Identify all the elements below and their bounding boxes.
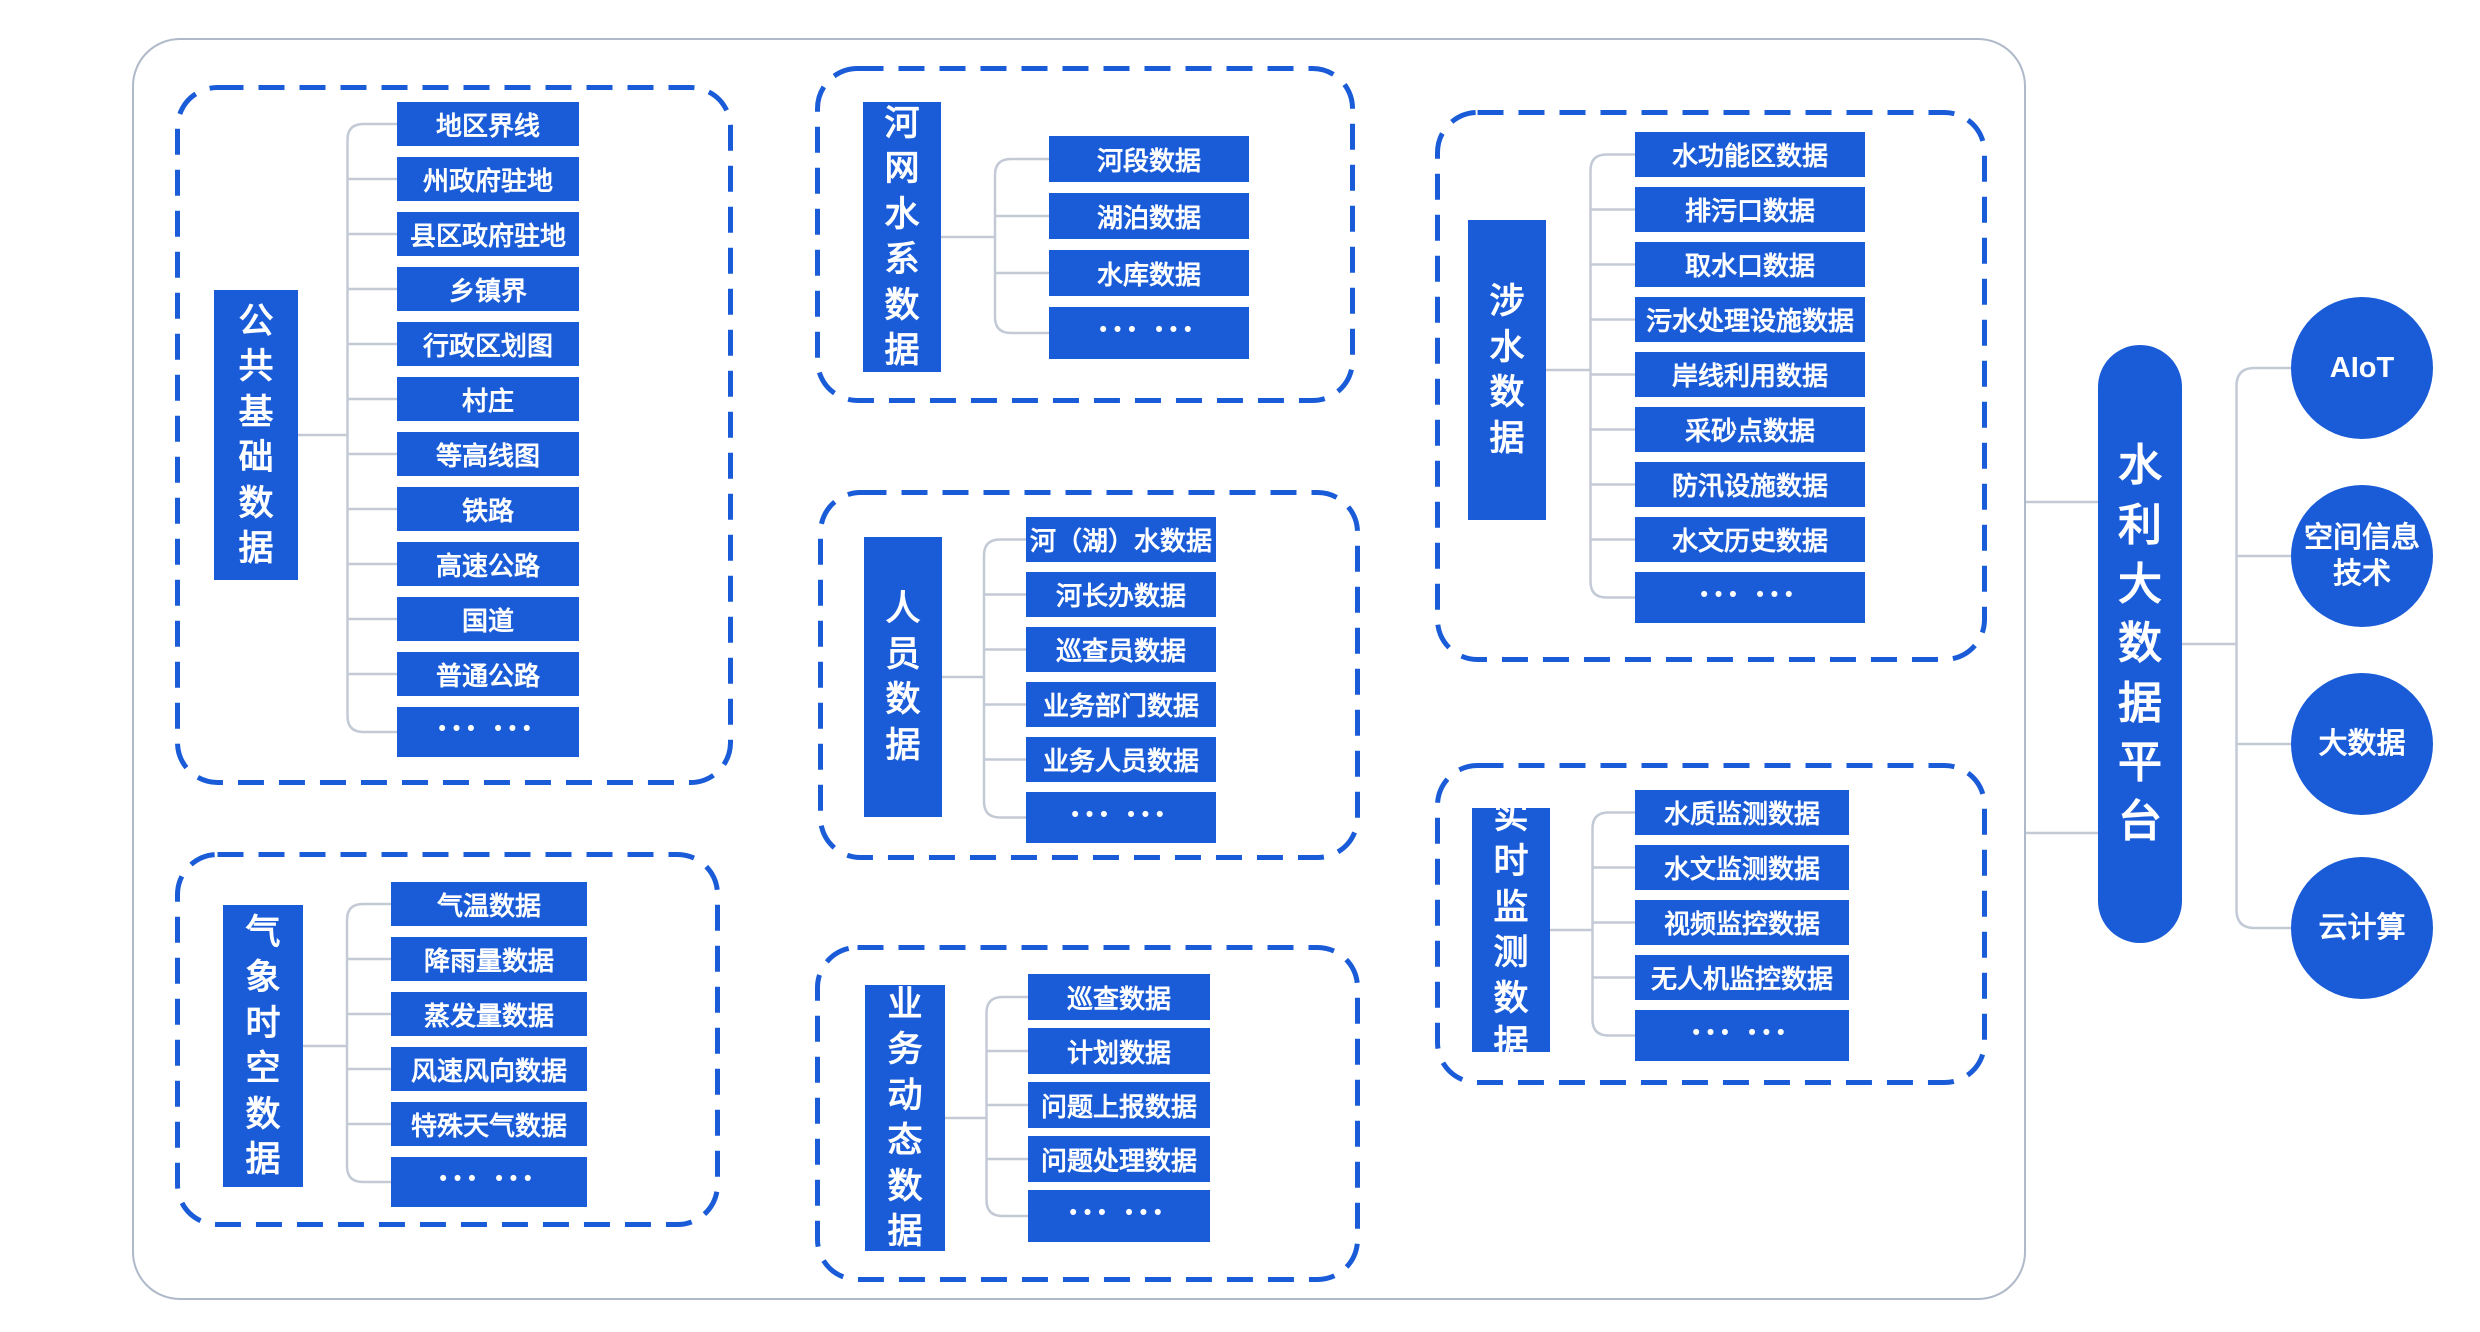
group-label-text: 公共基础数据 xyxy=(238,301,274,569)
group-connector-lines xyxy=(1546,153,1635,599)
node-water-related-7: 水文历史数据 xyxy=(1635,517,1865,562)
node-personnel-more: ••• ••• xyxy=(1026,792,1216,843)
tech-circle-spatial-info: 空间信息技术 xyxy=(2291,485,2433,627)
node-personnel-1: 河长办数据 xyxy=(1026,572,1216,617)
node-water-related-5: 采砂点数据 xyxy=(1635,407,1865,452)
node-river-network-more: ••• ••• xyxy=(1049,307,1249,359)
node-business-dynamic-more: ••• ••• xyxy=(1028,1190,1210,1242)
node-public-basic-7: 铁路 xyxy=(397,487,579,531)
group-items: 气温数据降雨量数据蒸发量数据风速风向数据特殊天气数据 ••• ••• xyxy=(391,882,587,1207)
node-water-related-1: 排污口数据 xyxy=(1635,187,1865,232)
node-realtime-monitoring-1: 水文监测数据 xyxy=(1635,845,1849,890)
node-business-dynamic-2: 问题上报数据 xyxy=(1028,1082,1210,1128)
group-connector-lines xyxy=(298,122,397,734)
group-label-text: 实时监测数据 xyxy=(1493,796,1529,1064)
platform-pill-node: 水利大数据平台 xyxy=(2098,345,2182,943)
group-dashed-border xyxy=(175,85,733,785)
platform-title: 水利大数据平台 xyxy=(2118,441,2162,847)
node-water-related-3: 污水处理设施数据 xyxy=(1635,297,1865,342)
group-dashed-border xyxy=(1435,763,1987,1085)
group-label-river-network: 河网水系数据 xyxy=(863,102,941,372)
tech-circle-aiot: AIoT xyxy=(2291,297,2433,439)
node-water-related-0: 水功能区数据 xyxy=(1635,132,1865,177)
node-realtime-monitoring-more: ••• ••• xyxy=(1635,1010,1849,1061)
group-items: 河段数据湖泊数据水库数据 ••• ••• xyxy=(1049,136,1249,359)
group-water-related: 涉水数据 水功能区数据排污口数据取水口数据污水处理设施数据岸线利用数据采砂点数据防… xyxy=(1435,110,1987,662)
node-public-basic-9: 国道 xyxy=(397,597,579,641)
node-public-basic-more: ••• ••• xyxy=(397,707,579,757)
group-label-text: 业务动态数据 xyxy=(887,984,923,1252)
group-dashed-border xyxy=(815,945,1360,1282)
group-public-basic: 公共基础数据 地区界线州政府驻地县区政府驻地乡镇界行政区划图村庄等高线图铁路高速公… xyxy=(175,85,733,785)
node-personnel-2: 巡查员数据 xyxy=(1026,627,1216,672)
node-realtime-monitoring-0: 水质监测数据 xyxy=(1635,790,1849,835)
node-water-related-6: 防汛设施数据 xyxy=(1635,462,1865,507)
node-public-basic-3: 乡镇界 xyxy=(397,267,579,311)
group-business-dynamic: 业务动态数据 巡查数据计划数据问题上报数据问题处理数据 ••• ••• xyxy=(815,945,1360,1282)
node-water-related-more: ••• ••• xyxy=(1635,572,1865,623)
node-river-network-2: 水库数据 xyxy=(1049,250,1249,296)
group-river-network: 河网水系数据 河段数据湖泊数据水库数据 ••• ••• xyxy=(815,66,1355,403)
group-dashed-border xyxy=(815,66,1355,403)
node-personnel-0: 河（湖）水数据 xyxy=(1026,517,1216,562)
group-label-public-basic: 公共基础数据 xyxy=(214,290,298,580)
group-items: 地区界线州政府驻地县区政府驻地乡镇界行政区划图村庄等高线图铁路高速公路国道普通公… xyxy=(397,102,579,757)
group-dashed-border xyxy=(175,852,720,1227)
node-public-basic-8: 高速公路 xyxy=(397,542,579,586)
group-label-text: 气象时空数据 xyxy=(245,912,281,1180)
node-public-basic-0: 地区界线 xyxy=(397,102,579,146)
node-public-basic-1: 州政府驻地 xyxy=(397,157,579,201)
group-items: 河（湖）水数据河长办数据巡查员数据业务部门数据业务人员数据 ••• ••• xyxy=(1026,517,1216,843)
node-personnel-3: 业务部门数据 xyxy=(1026,682,1216,727)
group-dashed-border xyxy=(818,490,1360,860)
group-label-business-dynamic: 业务动态数据 xyxy=(865,985,945,1251)
node-public-basic-6: 等高线图 xyxy=(397,432,579,476)
node-meteorological-2: 蒸发量数据 xyxy=(391,992,587,1036)
group-realtime-monitoring: 实时监测数据 水质监测数据水文监测数据视频监控数据无人机监控数据 ••• ••• xyxy=(1435,763,1987,1085)
node-public-basic-2: 县区政府驻地 xyxy=(397,212,579,256)
node-meteorological-4: 特殊天气数据 xyxy=(391,1102,587,1146)
tech-circle-big-data: 大数据 xyxy=(2291,673,2433,815)
group-personnel: 人员数据 河（湖）水数据河长办数据巡查员数据业务部门数据业务人员数据 ••• ••• xyxy=(818,490,1360,860)
node-public-basic-4: 行政区划图 xyxy=(397,322,579,366)
group-label-personnel: 人员数据 xyxy=(864,537,942,817)
group-label-water-related: 涉水数据 xyxy=(1468,220,1546,520)
group-items: 巡查数据计划数据问题上报数据问题处理数据 ••• ••• xyxy=(1028,974,1210,1242)
node-public-basic-10: 普通公路 xyxy=(397,652,579,696)
node-meteorological-1: 降雨量数据 xyxy=(391,937,587,981)
node-river-network-0: 河段数据 xyxy=(1049,136,1249,182)
node-public-basic-5: 村庄 xyxy=(397,377,579,421)
node-realtime-monitoring-3: 无人机监控数据 xyxy=(1635,955,1849,1000)
node-personnel-4: 业务人员数据 xyxy=(1026,737,1216,782)
main-container xyxy=(132,38,2026,1300)
node-water-related-4: 岸线利用数据 xyxy=(1635,352,1865,397)
group-items: 水质监测数据水文监测数据视频监控数据无人机监控数据 ••• ••• xyxy=(1635,790,1849,1061)
node-meteorological-more: ••• ••• xyxy=(391,1157,587,1207)
node-river-network-1: 湖泊数据 xyxy=(1049,193,1249,239)
group-label-text: 人员数据 xyxy=(885,589,921,765)
group-items: 水功能区数据排污口数据取水口数据污水处理设施数据岸线利用数据采砂点数据防汛设施数… xyxy=(1635,132,1865,623)
group-connector-lines xyxy=(941,157,1049,335)
group-label-text: 河网水系数据 xyxy=(884,103,920,371)
group-connector-lines xyxy=(303,902,391,1184)
node-business-dynamic-3: 问题处理数据 xyxy=(1028,1136,1210,1182)
group-connector-lines xyxy=(942,538,1026,819)
group-connector-lines xyxy=(945,995,1028,1218)
group-label-text: 涉水数据 xyxy=(1489,282,1525,458)
node-realtime-monitoring-2: 视频监控数据 xyxy=(1635,900,1849,945)
node-business-dynamic-0: 巡查数据 xyxy=(1028,974,1210,1020)
group-connector-lines xyxy=(1550,811,1635,1037)
tech-circle-cloud-computing: 云计算 xyxy=(2291,857,2433,999)
node-business-dynamic-1: 计划数据 xyxy=(1028,1028,1210,1074)
node-water-related-2: 取水口数据 xyxy=(1635,242,1865,287)
node-meteorological-3: 风速风向数据 xyxy=(391,1047,587,1091)
group-dashed-border xyxy=(1435,110,1987,662)
group-label-realtime-monitoring: 实时监测数据 xyxy=(1472,797,1550,1063)
node-meteorological-0: 气温数据 xyxy=(391,882,587,926)
group-meteorological: 气象时空数据 气温数据降雨量数据蒸发量数据风速风向数据特殊天气数据 ••• ••• xyxy=(175,852,720,1227)
group-label-meteorological: 气象时空数据 xyxy=(223,905,303,1187)
